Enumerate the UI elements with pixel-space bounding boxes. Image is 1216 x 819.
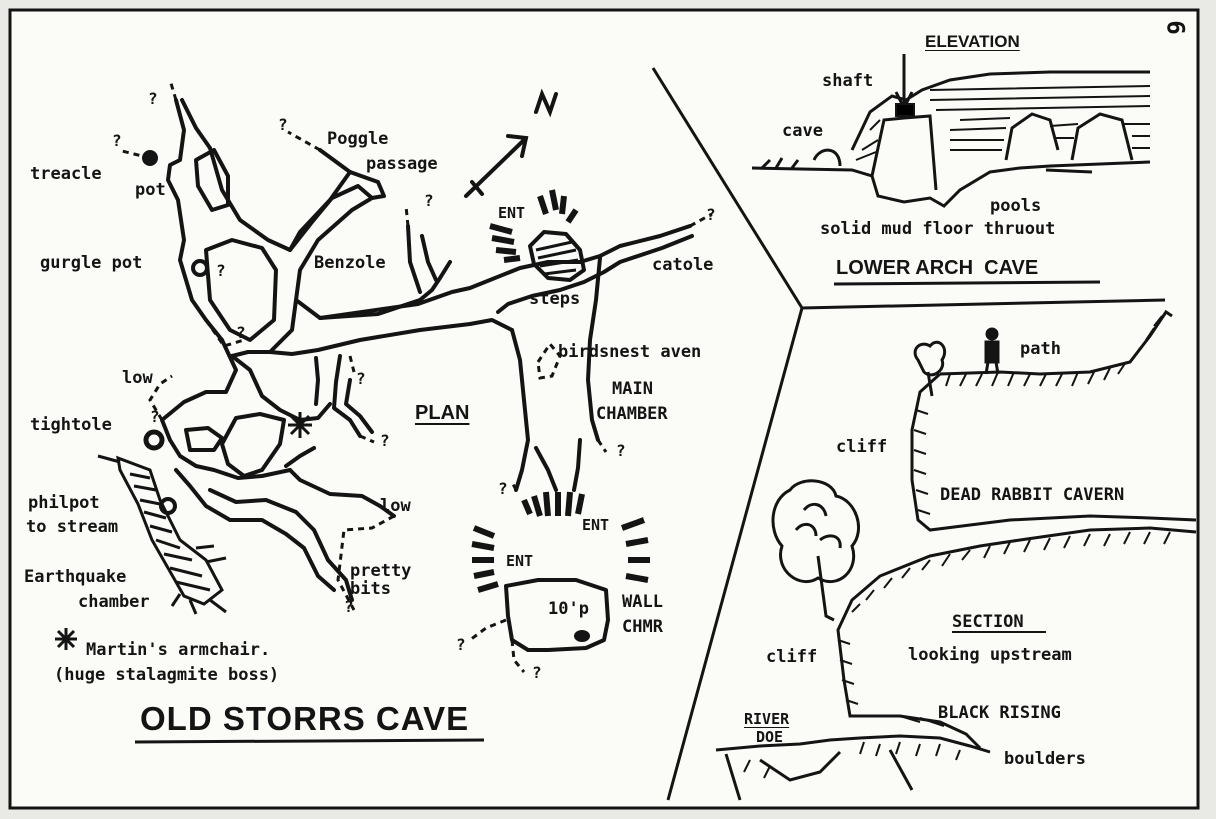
entrance-marks (471, 189, 650, 593)
earthquake-label-2: chamber (78, 592, 150, 612)
person-figure (984, 327, 1000, 375)
svg-text:?: ? (456, 635, 466, 654)
lower-arch-cave-title: LOWER ARCH CAVE (836, 257, 1039, 279)
svg-text:?: ? (616, 441, 626, 460)
ent-left-label: ENT (506, 552, 534, 570)
earthquake-label: Earthquake (24, 567, 127, 587)
page-number: 6 (1161, 20, 1190, 35)
plan-heading: PLAN (415, 402, 470, 424)
ten-foot-pitch-label: 10'p (548, 599, 589, 619)
dead-rabbit-cavern-label: DEAD RABBIT CAVERN (940, 485, 1125, 505)
plan-title-underline (134, 738, 485, 744)
armchair-star (55, 412, 312, 650)
treacle-pot-label-2: pot (135, 180, 166, 200)
section-heading: SECTION (952, 612, 1024, 632)
svg-text:?: ? (216, 261, 226, 280)
main-chamber-label-2: CHAMBER (596, 404, 668, 424)
svg-text:?: ? (532, 663, 542, 682)
gurgle-pot-label: gurgle pot (40, 253, 143, 273)
shaft-label: shaft (822, 71, 874, 91)
plan-title: OLD STORRS CAVE (140, 700, 470, 737)
ent-right-label: ENT (582, 516, 610, 534)
benzole-label: Benzole (314, 253, 386, 273)
svg-text:?: ? (380, 431, 390, 450)
catole-label: catole (652, 255, 714, 275)
philpot-label-2: to stream (26, 517, 119, 537)
low-label-1: low (122, 368, 153, 388)
wall-chamber-label: WALL (622, 592, 663, 612)
svg-text:?: ? (344, 597, 354, 616)
unexplored-passages (117, 79, 713, 673)
pretty-bits-label-2: bits (350, 579, 391, 599)
cave-label: cave (782, 121, 823, 141)
svg-text:?: ? (706, 205, 716, 224)
svg-text:?: ? (424, 191, 434, 210)
svg-text:?: ? (112, 131, 122, 150)
cliff-bottom-label: cliff (766, 647, 818, 667)
path-label: path (1020, 339, 1061, 359)
poggle-label: Poggle (327, 129, 389, 149)
river-label-2: DOE (756, 728, 784, 746)
elevation-drawing (751, 54, 1151, 208)
panel-dividers (651, 67, 1166, 801)
wall-chamber-label-2: CHMR (622, 617, 663, 637)
birdsnest-aven-label: birdsnest aven (558, 342, 702, 362)
section-subheading: looking upstream (908, 645, 1072, 665)
question-marks: ??? ??? ??? ??? ??? (112, 89, 716, 682)
steps-hatch (535, 240, 579, 276)
cave-passages (160, 98, 694, 652)
svg-text:?: ? (356, 369, 366, 388)
philpot-label: philpot (28, 493, 100, 513)
svg-text:?: ? (148, 89, 158, 108)
svg-text:?: ? (236, 323, 246, 342)
main-chamber-label: MAIN (612, 379, 653, 399)
poggle-label-2: passage (366, 154, 438, 174)
floor-label: solid mud floor thruout (820, 219, 1056, 239)
pools-label: pools (990, 196, 1042, 216)
tree-top (913, 340, 947, 397)
treacle-pot-label: treacle (30, 164, 102, 184)
earthquake-stream-passage (97, 454, 227, 615)
section-hatching (743, 315, 1171, 779)
elevation-hatching (855, 85, 1151, 161)
black-rising-label: BLACK RISING (938, 703, 1061, 723)
tree-bottom (771, 479, 861, 622)
boulders-label: boulders (1004, 749, 1086, 769)
legend-armchair-line1: Martin's armchair. (86, 640, 271, 660)
steps-label: steps (529, 289, 581, 309)
pretty-bits-label: pretty (350, 561, 412, 581)
river-label: RIVER (744, 710, 790, 728)
tightole-label: tightole (30, 415, 112, 435)
pot-markers (142, 150, 590, 642)
svg-text:?: ? (498, 479, 508, 498)
elevation-title-underline (833, 280, 1101, 286)
svg-text:?: ? (278, 115, 288, 134)
low-label-2: low (380, 496, 411, 516)
ent-top-label: ENT (498, 204, 526, 222)
cliff-top-label: cliff (836, 437, 888, 457)
legend-armchair-line2: (huge stalagmite boss) (54, 665, 280, 685)
north-arrow (464, 88, 558, 198)
elevation-heading: ELEVATION (925, 32, 1020, 51)
svg-text:?: ? (150, 407, 160, 426)
